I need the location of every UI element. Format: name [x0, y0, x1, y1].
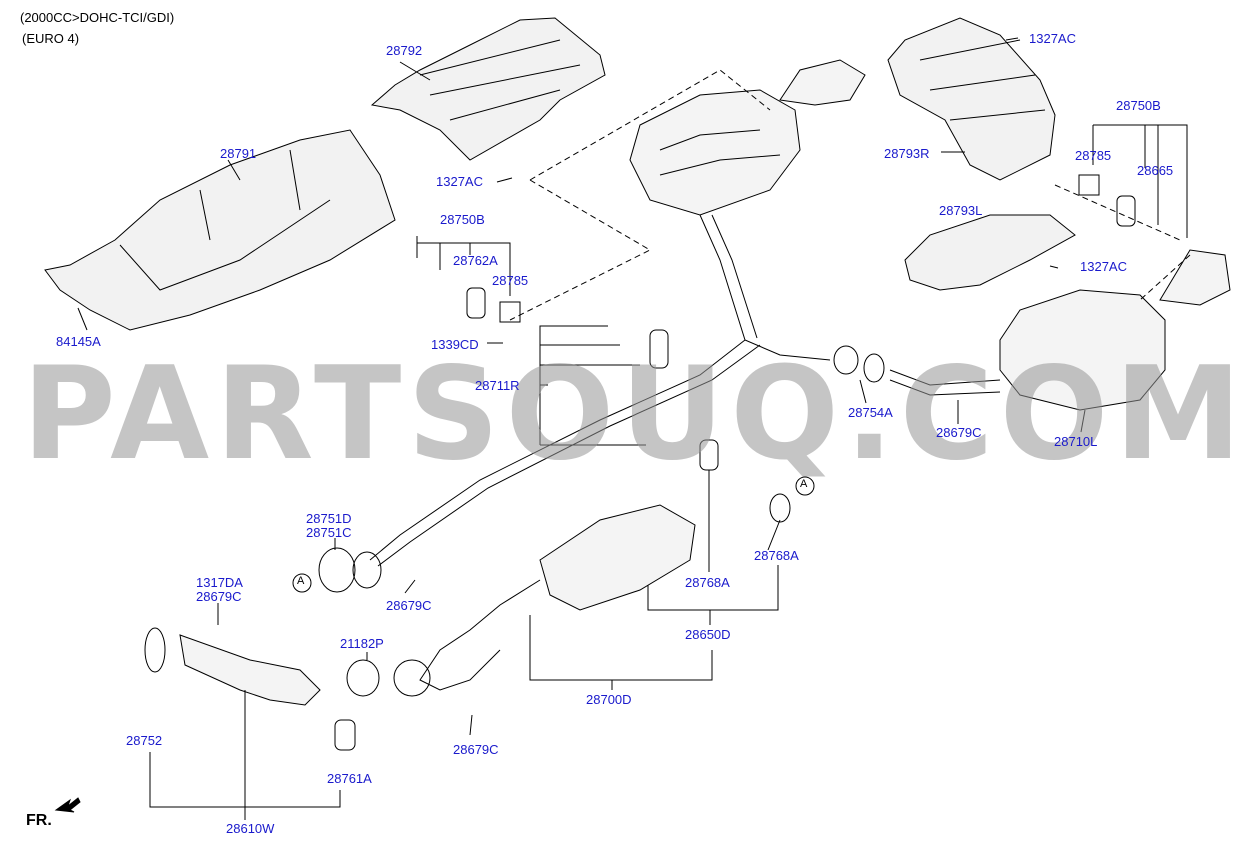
part-label-28785-center[interactable]: 28785 [492, 273, 529, 288]
direction-arrow-icon [54, 797, 81, 813]
part-label-28679c-bottom[interactable]: 28679C [453, 742, 499, 757]
part-label-1327ac-top[interactable]: 1327AC [1029, 31, 1076, 46]
part-label-21182p[interactable]: 21182P [340, 636, 384, 651]
part-label-28679c-mid[interactable]: 28679C [386, 598, 432, 613]
part-label-28650d[interactable]: 28650D [685, 627, 731, 642]
rear-muffler-right [999, 289, 1166, 411]
part-label-28792[interactable]: 28792 [386, 43, 423, 58]
part-label-28751d[interactable]: 28751D [306, 511, 352, 526]
part-label-28700d[interactable]: 28700D [586, 692, 632, 707]
part-label-28754a[interactable]: 28754A [848, 405, 893, 420]
front-direction-label: FR. [26, 812, 52, 829]
part-label-28761a[interactable]: 28761A [327, 771, 372, 786]
part-label-28710l[interactable]: 28710L [1054, 434, 1098, 449]
center-pipe [369, 214, 831, 561]
ref-marker-a-left: A [297, 575, 305, 587]
part-label-1339cd[interactable]: 1339CD [431, 337, 479, 352]
part-label-84145a[interactable]: 84145A [56, 334, 101, 349]
part-label-1317da[interactable]: 1317DA [196, 575, 243, 590]
part-label-28768a-right[interactable]: 28768A [754, 548, 799, 563]
part-label-28751c[interactable]: 28751C [306, 525, 352, 540]
part-label-28610w[interactable]: 28610W [226, 821, 275, 836]
part-label-28768a-left[interactable]: 28768A [685, 575, 730, 590]
part-label-28679c-rear[interactable]: 28679C [936, 425, 982, 440]
part-label-28785-right[interactable]: 28785 [1075, 148, 1112, 163]
part-label-28750b-right[interactable]: 28750B [1116, 98, 1161, 113]
part-label-28752[interactable]: 28752 [126, 733, 163, 748]
center-muffler [629, 89, 801, 216]
part-label-28750b-center[interactable]: 28750B [440, 212, 485, 227]
heat-shield-28791 [44, 129, 396, 331]
part-label-1327ac-center[interactable]: 1327AC [436, 174, 483, 189]
ref-marker-icon [292, 476, 815, 593]
heat-shield-28792 [370, 17, 606, 161]
catalytic-converter [539, 504, 696, 611]
part-label-1327ac-right[interactable]: 1327AC [1080, 259, 1127, 274]
part-label-28665[interactable]: 28665 [1137, 163, 1174, 178]
emission-spec-label: (EURO 4) [22, 31, 80, 46]
front-pipe [179, 634, 321, 706]
part-label-28711r[interactable]: 28711R [475, 378, 520, 393]
part-label-28793r[interactable]: 28793R [884, 146, 930, 161]
part-label-28762a[interactable]: 28762A [453, 253, 498, 268]
heat-shield-28793l [904, 214, 1076, 291]
engine-spec-label: (2000CC>DOHC-TCI/GDI) [20, 10, 175, 25]
part-label-28791[interactable]: 28791 [220, 146, 257, 161]
part-label-28793l[interactable]: 28793L [939, 203, 983, 218]
ref-marker-a-right: A [800, 478, 808, 490]
part-label-28679c-front[interactable]: 28679C [196, 589, 242, 604]
